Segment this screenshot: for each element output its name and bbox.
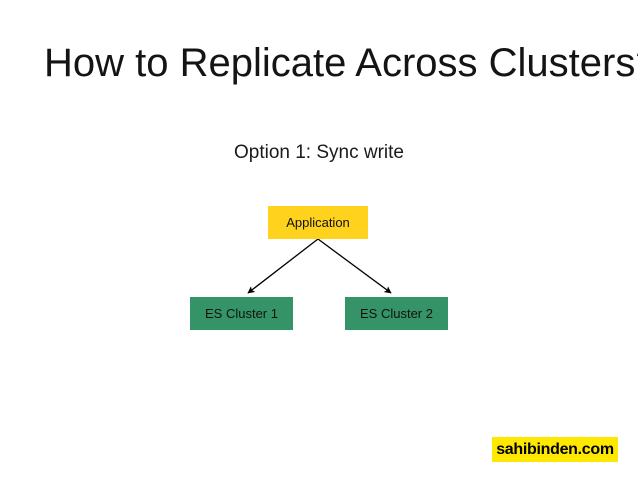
diagram-node-cluster1-label: ES Cluster 1: [205, 306, 278, 321]
diagram-node-application-label: Application: [286, 215, 350, 230]
diagram-node-cluster2: ES Cluster 2: [345, 297, 448, 330]
diagram-node-application: Application: [268, 206, 368, 239]
page-title: How to Replicate Across Clusters?: [44, 41, 638, 85]
diagram-node-cluster1: ES Cluster 1: [190, 297, 293, 330]
sahibinden-logo-text: sahibinden.com: [496, 440, 614, 458]
sahibinden-logo: sahibinden.com: [492, 437, 618, 462]
slide-subtitle: Option 1: Sync write: [233, 142, 405, 163]
edge-application-to-cluster1: [247, 238, 319, 294]
diagram-node-cluster2-label: ES Cluster 2: [360, 306, 433, 321]
edge-application-to-cluster2: [317, 238, 392, 294]
